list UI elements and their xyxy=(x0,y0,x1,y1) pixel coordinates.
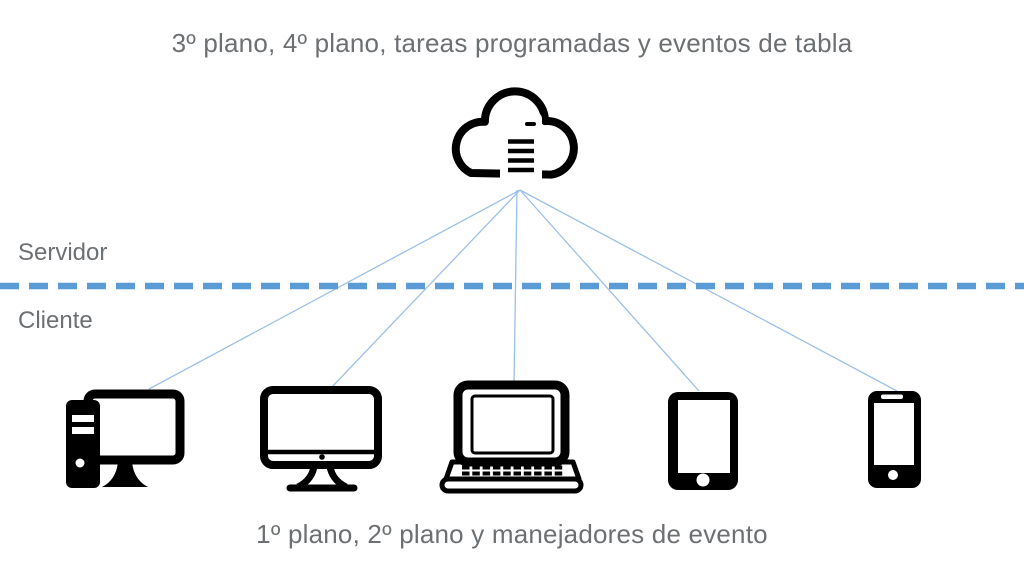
cloud-server-icon xyxy=(451,87,578,188)
connector-line-laptop xyxy=(513,189,518,384)
connector-line-desktop xyxy=(148,189,521,390)
connector-line-imac xyxy=(330,189,521,389)
connector-line-smartphone xyxy=(519,189,898,392)
smartphone-icon xyxy=(868,391,921,488)
diagram-caption: 1º plano, 2º plano y manejadores de even… xyxy=(256,519,768,549)
client-zone-label: Cliente xyxy=(18,307,93,334)
laptop-icon xyxy=(439,380,584,494)
tablet-icon xyxy=(668,392,738,490)
connector-line-tablet xyxy=(519,189,700,392)
desktop-pc-icon xyxy=(66,389,185,488)
cloud-icon xyxy=(451,87,578,179)
diagram-title: 3º plano, 4º plano, tareas programadas y… xyxy=(171,28,853,58)
server-tower-icon xyxy=(500,112,542,188)
imac-monitor-icon xyxy=(260,386,382,492)
server-zone-label: Servidor xyxy=(18,239,108,266)
